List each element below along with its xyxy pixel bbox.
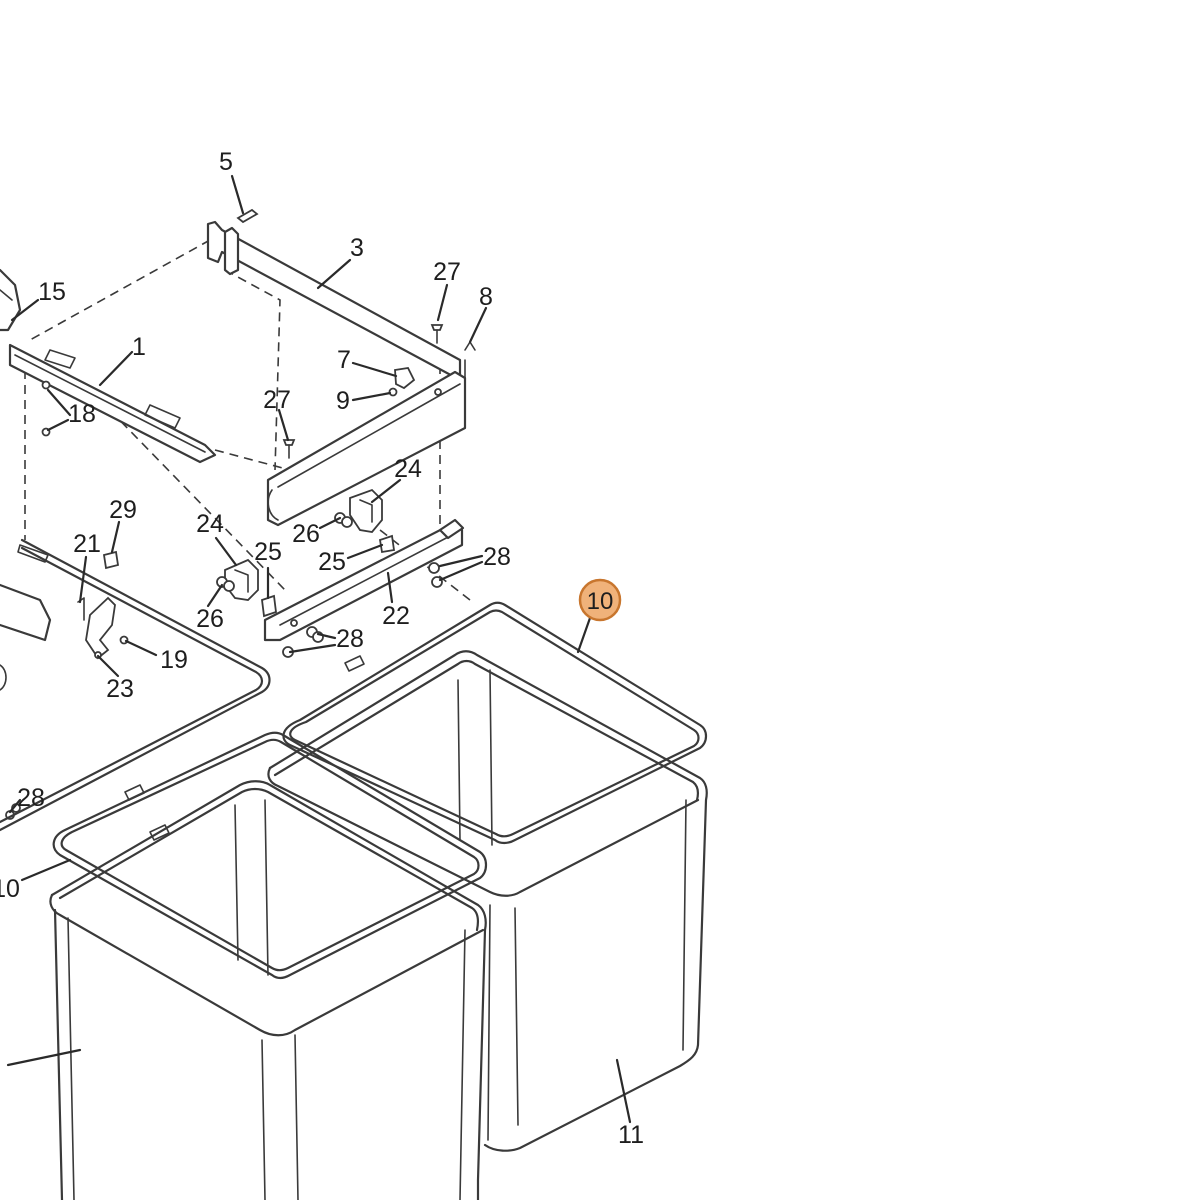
callout-label: 18	[68, 400, 96, 428]
callout-label: 29	[109, 496, 137, 524]
callout-label: 5	[219, 148, 233, 176]
bag-body-left	[49, 780, 487, 1200]
callout-label: 25	[318, 548, 346, 576]
lower-rail	[263, 518, 465, 642]
callout-label: 26	[292, 520, 320, 548]
left-partial-assembly	[0, 268, 52, 691]
callout-label: 15	[38, 278, 66, 306]
callout-label: 24	[394, 455, 422, 483]
callout-labels: 5 3 27 8 15 1 7 9 18 27 24 29 21 24 26 2…	[0, 148, 644, 1149]
callout-label: 11	[618, 1121, 644, 1149]
callout-label: 3	[350, 234, 364, 262]
callout-label: 22	[382, 602, 410, 630]
hardware-parts	[5, 208, 476, 820]
callout-label: 7	[337, 346, 351, 374]
callout-label: 27	[263, 386, 291, 414]
callout-label: 8	[479, 283, 493, 311]
callout-label: 28	[336, 625, 364, 653]
callout-label: 9	[336, 387, 350, 415]
callout-label: 10	[0, 875, 20, 903]
callout-label: 23	[106, 675, 134, 703]
bag-body-right	[267, 650, 708, 1152]
callout-label: 28	[483, 543, 511, 571]
left-frame-rail	[8, 343, 217, 464]
highlighted-part-marker[interactable]: 10	[578, 578, 622, 622]
callout-label: 26	[196, 605, 224, 633]
callout-label: 21	[73, 530, 101, 558]
callout-label: 24	[196, 510, 224, 538]
highlight-circle[interactable]	[578, 578, 622, 622]
leader-lines	[6, 174, 632, 1124]
upper-bracket	[206, 220, 467, 527]
bag-frame-upper	[282, 601, 708, 845]
callout-label: 25	[254, 538, 282, 566]
callout-label: 19	[160, 646, 188, 674]
callout-label: 27	[433, 258, 461, 286]
callout-label: 1	[132, 333, 146, 361]
highlighted-part-label[interactable]: 10	[587, 588, 614, 615]
callout-label: 28	[17, 784, 45, 812]
